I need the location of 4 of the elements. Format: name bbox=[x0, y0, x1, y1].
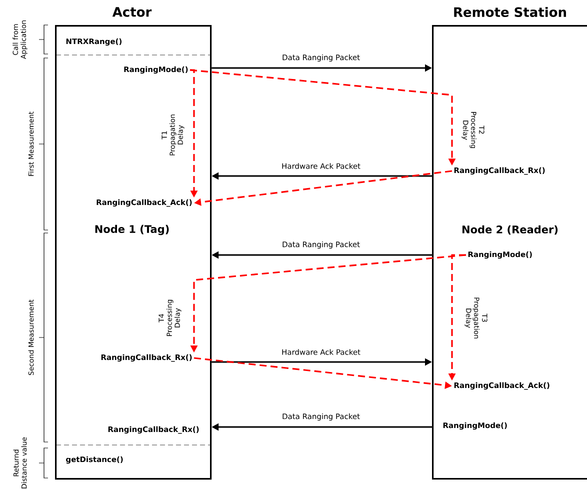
column-heading: Remote Station bbox=[454, 6, 566, 18]
column-heading: Actor bbox=[112, 7, 152, 17]
node-title: Node 2 (Reader) bbox=[462, 225, 558, 235]
node-title: Node 1 (Tag) bbox=[95, 224, 169, 236]
